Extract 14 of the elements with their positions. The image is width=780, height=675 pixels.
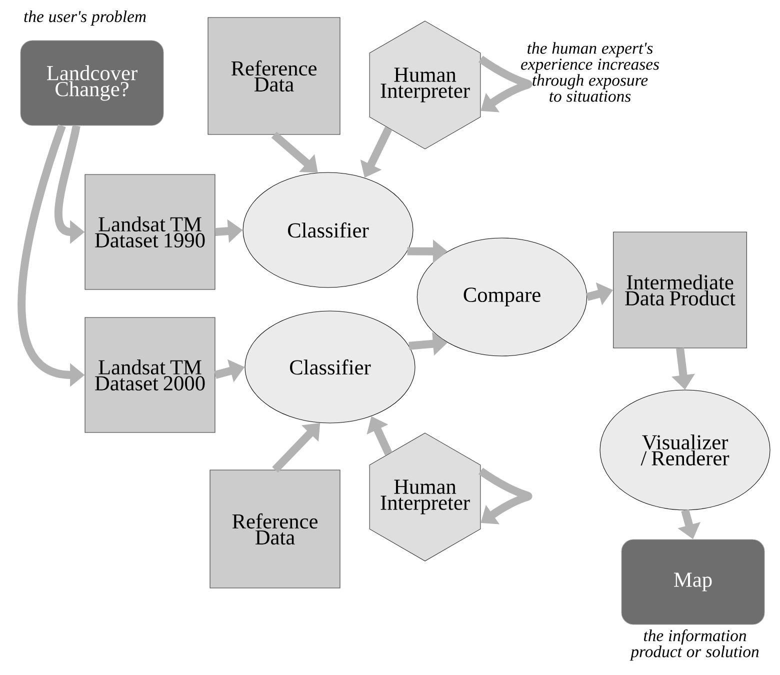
- dataset-box: Landsat TM Dataset 2000: [84, 317, 216, 433]
- data-box: Reference Data: [208, 17, 340, 135]
- caption-text: the user's problem: [24, 10, 146, 26]
- caption-text: the information product or solution: [630, 629, 759, 661]
- interpreter-hexagon: Human Interpreter: [369, 20, 481, 150]
- arrow: [478, 468, 532, 524]
- product-box: Intermediate Data Product: [613, 232, 747, 348]
- problem-box: Landcover Change?: [20, 40, 164, 126]
- arrow: [478, 56, 532, 112]
- data-box: Reference Data: [210, 470, 340, 588]
- interpreter-hexagon: Human Interpreter: [369, 432, 481, 562]
- result-box: Map: [621, 539, 765, 625]
- caption-text: the human expert's experience increases through exposure to situations: [521, 42, 659, 102]
- dataset-box: Landsat TM Dataset 1990: [84, 174, 216, 290]
